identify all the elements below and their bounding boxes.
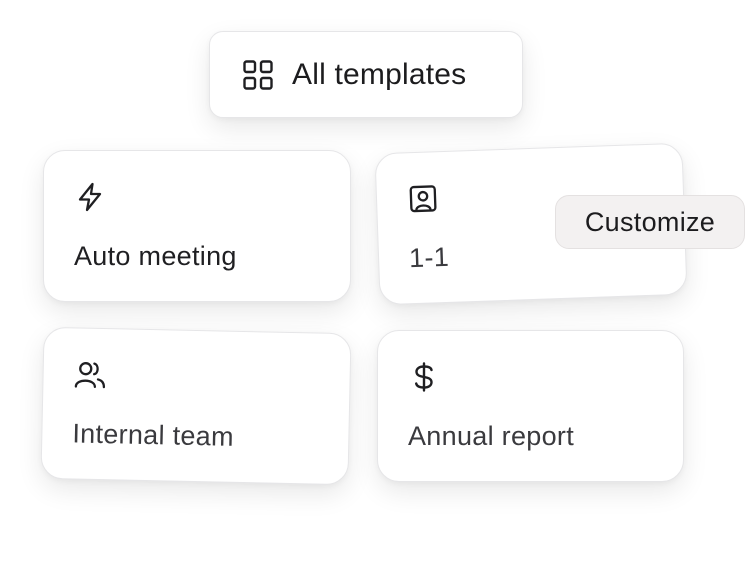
template-card-one-on-one[interactable]: 1-1 <box>374 142 688 306</box>
template-label: Auto meeting <box>74 241 237 271</box>
template-card-annual-report[interactable]: Annual report <box>377 330 684 482</box>
lightning-icon <box>74 181 106 213</box>
customize-button[interactable]: Customize <box>555 195 745 249</box>
template-label: 1-1 <box>408 241 450 274</box>
all-templates-label: All templates <box>292 57 467 91</box>
all-templates-button[interactable]: All templates <box>209 31 523 118</box>
contact-card-icon <box>407 182 440 215</box>
users-icon <box>73 358 106 391</box>
template-label: Annual report <box>408 421 575 451</box>
template-label: Internal team <box>72 418 235 452</box>
template-card-internal-team[interactable]: Internal team <box>40 326 352 486</box>
dollar-icon <box>408 361 440 393</box>
template-card-auto-meeting[interactable]: Auto meeting <box>43 150 351 302</box>
grid-icon <box>242 59 274 91</box>
